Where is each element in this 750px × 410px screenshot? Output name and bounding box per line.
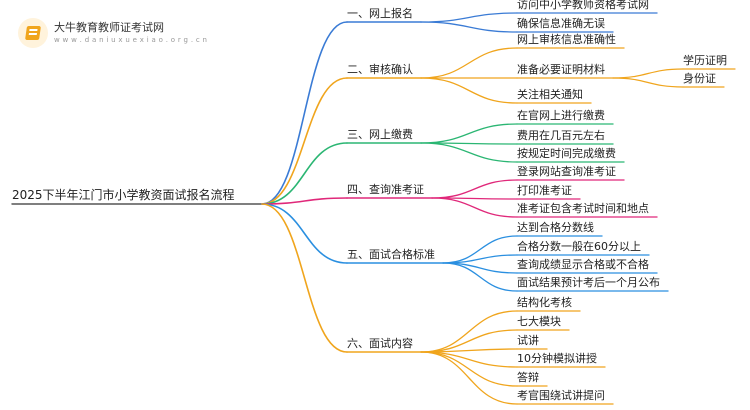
leaf-label: 查询成绩显示合格或不合格 (517, 258, 649, 271)
leaf-label: 确保信息准确无误 (517, 17, 605, 30)
connector-line (612, 68, 684, 79)
branch-label: 四、查询准考证 (347, 183, 424, 196)
connector-line (420, 21, 518, 33)
branch-label: 六、面试内容 (347, 337, 413, 350)
leaf-label: 关注相关通知 (517, 88, 583, 101)
connector-line (612, 77, 684, 88)
leaf-label: 费用在几百元左右 (517, 129, 605, 142)
branch-label: 二、审核确认 (347, 63, 413, 76)
root-topic: 2025下半年江门市小学教资面试报名流程 (12, 188, 235, 202)
leaf-label: 准考证包含考试时间和地点 (517, 202, 649, 215)
leaf-label: 合格分数一般在60分以上 (517, 240, 641, 253)
branch-label: 一、网上报名 (347, 7, 413, 20)
book-logo-icon (18, 18, 48, 48)
connector-line (420, 142, 518, 163)
connector-line (431, 197, 518, 218)
leaf-label: 10分钟模拟讲授 (517, 352, 597, 365)
leaf-label: 打印准考证 (517, 184, 572, 197)
leaf-label: 考官围绕试讲提问 (517, 389, 605, 402)
connector-line (261, 203, 348, 264)
connector-line (431, 179, 518, 199)
connector-line (261, 21, 348, 205)
connector-line (420, 123, 518, 144)
connector-line (261, 142, 348, 205)
leaf-label: 结构化考核 (517, 296, 572, 309)
leaf-label: 准备必要证明材料 (517, 63, 605, 76)
leaf-label: 面试结果预计考后一个月公布 (517, 276, 660, 289)
leaf-label: 达到合格分数线 (517, 221, 594, 234)
connector-line (261, 77, 348, 205)
connector-line (420, 77, 518, 104)
leaf-label: 试讲 (517, 334, 539, 347)
connector-line (420, 351, 518, 387)
connector-line (420, 310, 518, 353)
connector-line (420, 12, 518, 23)
leaf-label: 登录网站查询准考证 (517, 165, 616, 178)
connector-line (442, 262, 518, 292)
connector-line (420, 47, 518, 79)
leaf-label: 答辩 (517, 371, 539, 384)
brand-name: 大牛教育教师证考试网 (54, 21, 164, 34)
leaf-label: 七大模块 (517, 315, 561, 328)
brand-logo: 大牛教育教师证考试网 w w w . d a n i u x u e x i a… (18, 18, 207, 48)
subleaf-label: 学历证明 (683, 54, 727, 67)
connector-line (261, 197, 348, 205)
branch-label: 三、网上缴费 (347, 128, 413, 141)
connector-line (261, 203, 348, 353)
leaf-label: 网上审核信息准确性 (517, 33, 616, 46)
connector-line (420, 351, 518, 405)
leaf-label: 按规定时间完成缴费 (517, 147, 616, 160)
branch-label: 五、面试合格标准 (347, 248, 435, 261)
brand-url: w w w . d a n i u x u e x i a o . o r g … (54, 36, 208, 44)
subleaf-label: 身份证 (683, 72, 716, 85)
leaf-label: 在官网上进行缴费 (517, 109, 605, 122)
leaf-label: 访问中小学教师资格考试网 (517, 0, 649, 11)
